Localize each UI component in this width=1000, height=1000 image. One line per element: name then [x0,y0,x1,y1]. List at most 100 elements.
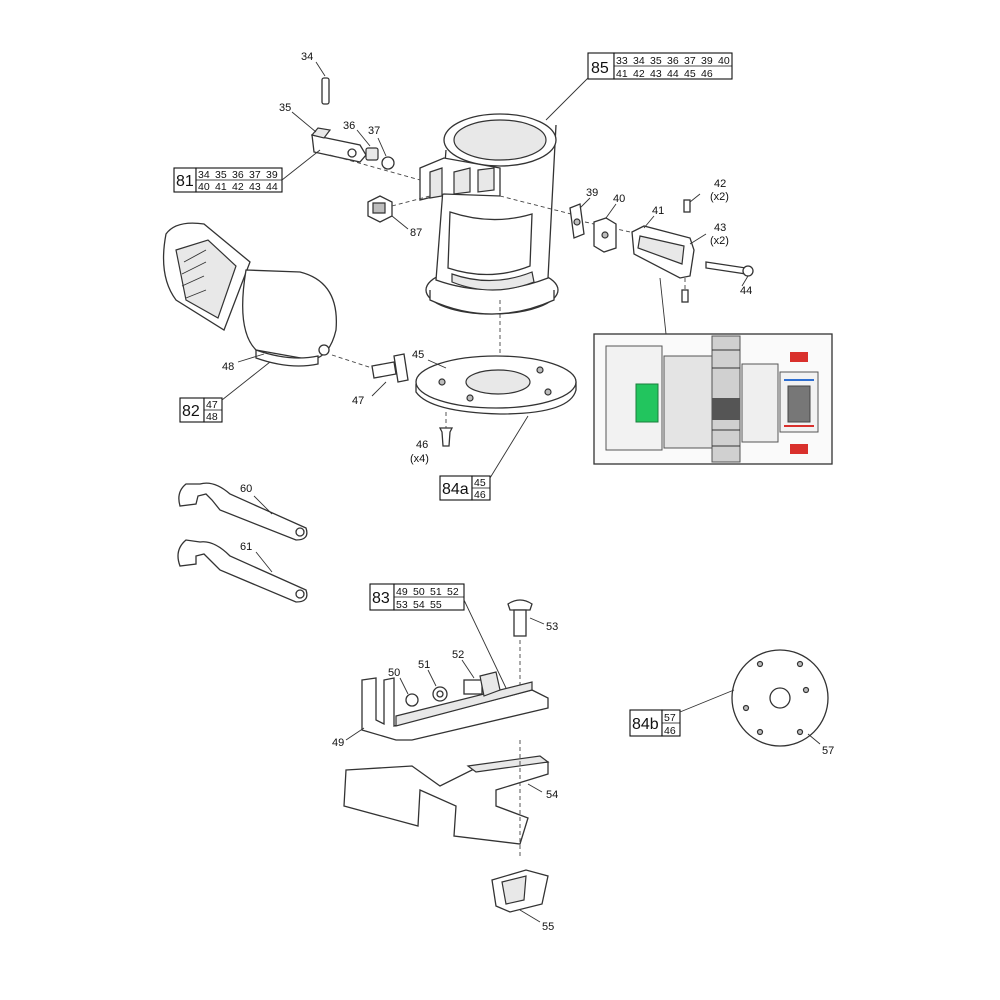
label-55: 55 [542,921,554,933]
kit-84b-row2-0: 46 [664,725,676,737]
kit-85-row1-1: 34 [633,55,645,67]
kit-85-id: 85 [591,60,609,77]
label-61: 61 [240,541,252,553]
kit-83-row1-3: 52 [447,586,459,598]
kit-81-id: 81 [176,173,194,190]
label-44: 44 [740,285,752,297]
kit-84b-row1-0: 57 [664,712,676,724]
label-57: 57 [822,745,834,757]
kit-81-row2-2: 42 [232,181,244,193]
part-36-spring: 36 [343,120,379,161]
kit-81-row1-1: 35 [215,169,227,181]
kit-83-row1-2: 51 [430,586,442,598]
label-46-qty: (x4) [410,453,429,465]
kit-82-box: 82 47 48 [179,361,271,423]
label-49: 49 [332,737,344,749]
kit-83-row2-1: 54 [413,599,425,611]
kit-84b-id: 84b [632,716,659,733]
label-51: 51 [418,659,430,671]
part-55-foot: 55 [491,869,554,933]
kit-81-row2-4: 44 [266,181,278,193]
kit-84a-row1-0: 45 [474,477,486,489]
kit-83-box: 83 49 50 51 52 53 54 55 [369,583,507,689]
kit-83-row2-0: 53 [396,599,408,611]
kit-83-row1-1: 50 [413,586,425,598]
kit-81-box: 81 34 35 36 37 39 40 41 42 43 44 [173,149,321,193]
kit-83-id: 83 [372,590,390,607]
detail-inset [593,277,833,465]
label-48: 48 [222,361,234,373]
label-35: 35 [279,102,291,114]
part-42-screw: 42 (x2) [683,178,729,213]
kit-85-row1-5: 39 [701,55,713,67]
kit-84b-box: 84b 57 46 [629,689,735,737]
kit-85-row1-3: 36 [667,55,679,67]
kit-85-row1-2: 35 [650,55,662,67]
kit-85-row2-2: 43 [650,68,662,80]
kit-85-row1-4: 37 [684,55,696,67]
part-40-bracket: 40 [593,193,625,253]
label-50: 50 [388,667,400,679]
label-43: 43 [714,222,726,234]
part-51-washer: 51 [418,659,448,702]
label-42-qty: (x2) [710,191,729,203]
kit-85-row2-5: 46 [701,68,713,80]
router-base-housing [329,113,631,315]
label-36: 36 [343,120,355,132]
kit-85-row2-0: 41 [616,68,628,80]
part-50-washer: 50 [388,667,419,707]
part-57-base-plate: 57 [731,649,834,757]
kit-84a-row2-0: 46 [474,489,486,501]
label-41: 41 [652,205,664,217]
part-41-latch: 41 [631,205,695,279]
part-47-knob-screw: 47 [331,353,409,407]
label-34: 34 [301,51,313,63]
kit-82-row2-0: 48 [206,411,218,423]
part-60-wrench: 60 [178,482,308,541]
kit-83-row1-0: 49 [396,586,408,598]
part-34-pin: 34 [301,51,330,105]
part-53-bolt: 53 [507,599,558,690]
kit-81-row2-1: 41 [215,181,227,193]
part-37-nut: 37 [368,125,395,170]
label-45: 45 [412,349,424,361]
label-40: 40 [613,193,625,205]
label-54: 54 [546,789,558,801]
part-45-sub-base: 45 [412,300,577,415]
part-52-knob: 52 [452,649,501,697]
kit-81-row1-0: 34 [198,169,210,181]
kit-84a-id: 84a [442,481,469,498]
part-61-wrench: 61 [177,539,308,603]
part-44-pin: 44 [705,261,754,297]
part-43-screw: 43 (x2) [681,222,729,303]
kit-85-row1-6: 40 [718,55,730,67]
label-37: 37 [368,125,380,137]
kit-84a-box: 84a 45 46 [439,415,529,501]
label-60: 60 [240,483,252,495]
kit-82-id: 82 [182,403,200,420]
part-39-plate: 39 [569,187,598,239]
kit-85-box: 85 33 34 35 36 37 39 40 41 42 43 44 45 4… [545,52,733,121]
kit-85-row2-3: 44 [667,68,679,80]
label-43-qty: (x2) [710,235,729,247]
label-39: 39 [586,187,598,199]
kit-81-row1-4: 39 [266,169,278,181]
kit-81-row1-2: 36 [232,169,244,181]
label-47: 47 [352,395,364,407]
kit-82-row1-0: 47 [206,399,218,411]
part-35-lever: 35 [279,102,367,163]
kit-81-row1-3: 37 [249,169,261,181]
part-49-guide-bracket: 49 [332,677,549,749]
part-54-edge-guide: 54 [343,740,558,858]
kit-85-row1-0: 33 [616,55,628,67]
kit-85-row2-1: 42 [633,68,645,80]
label-42: 42 [714,178,726,190]
kit-81-row2-3: 43 [249,181,261,193]
label-87: 87 [410,227,422,239]
part-46-screw: 46 (x4) [410,412,454,465]
kit-83-row2-2: 55 [430,599,442,611]
dust-hose-adapter: 48 [162,222,338,373]
label-53: 53 [546,621,558,633]
label-52: 52 [452,649,464,661]
